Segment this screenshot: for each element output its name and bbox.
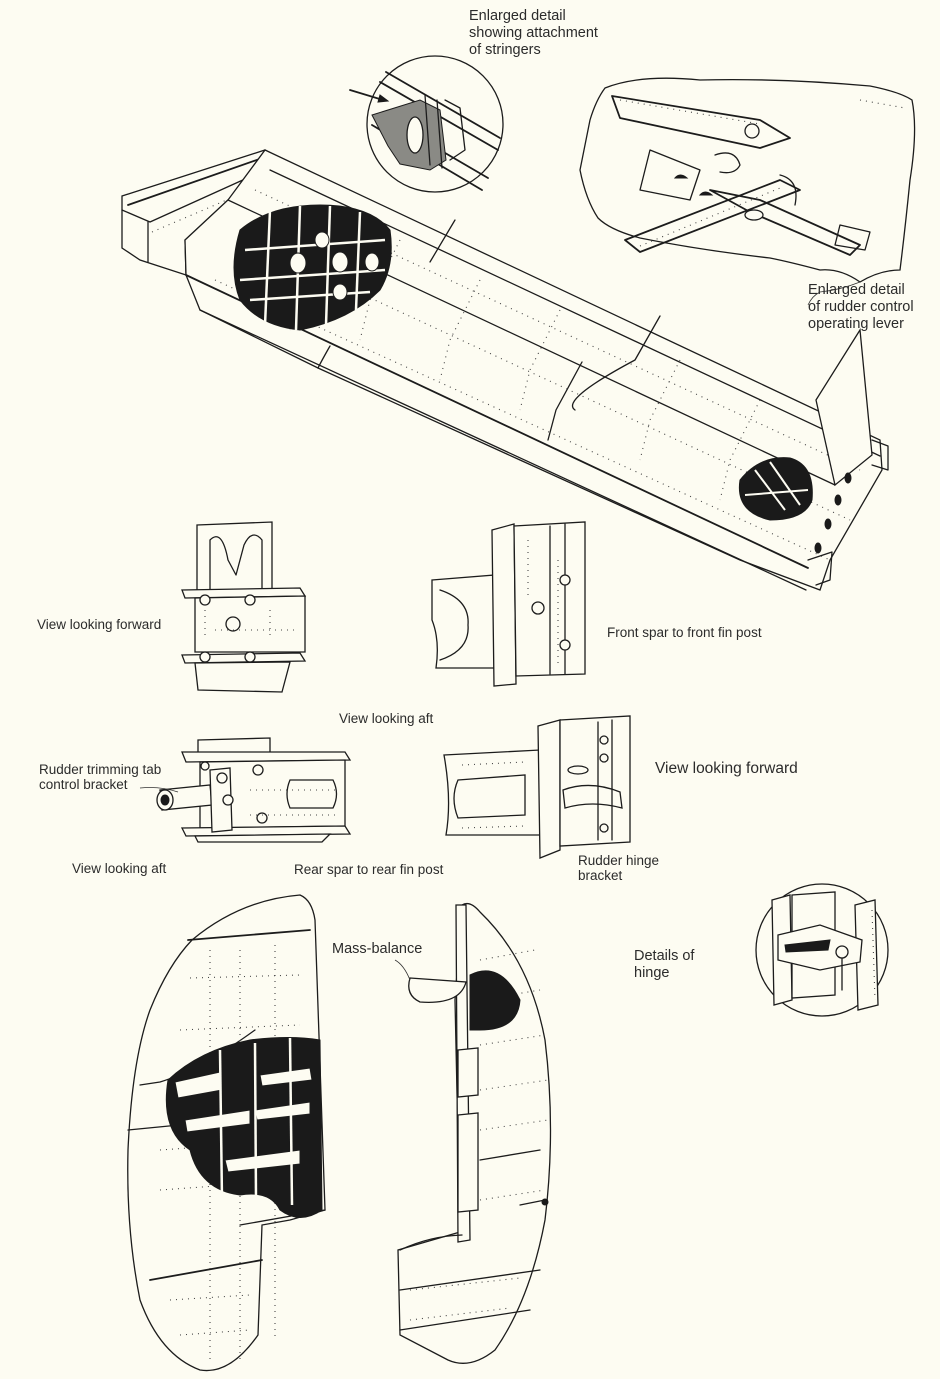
label-line: Enlarged detail bbox=[469, 8, 566, 24]
label-mass-balance: Mass-balance bbox=[332, 941, 423, 957]
label-line: of rudder control bbox=[808, 299, 914, 315]
label-stringer-attachment-detail: Enlarged detail showing attachment of st… bbox=[469, 8, 598, 59]
label-view-looking-aft-2: View looking aft bbox=[72, 861, 167, 876]
label-line: Details of bbox=[634, 948, 695, 964]
label-rudder-lever-detail: Enlarged detail of rudder control operat… bbox=[808, 282, 914, 333]
front-spar-joint-forward bbox=[181, 521, 307, 693]
tailplane-assembly bbox=[121, 149, 889, 591]
label-line: showing attachment bbox=[469, 25, 598, 41]
rear-spar-joint-aft bbox=[139, 737, 352, 843]
label-front-spar-to-front-fin-post: Front spar to front fin post bbox=[607, 625, 762, 640]
label-line: bracket bbox=[578, 868, 623, 883]
label-line: Enlarged detail bbox=[808, 282, 905, 298]
rudder-lever-detail bbox=[579, 77, 916, 306]
label-line: of stringers bbox=[469, 42, 541, 58]
label-rear-spar-to-rear-fin-post: Rear spar to rear fin post bbox=[294, 862, 444, 877]
label-line: Rudder hinge bbox=[578, 853, 660, 868]
fin-structure bbox=[127, 894, 326, 1372]
label-rudder-hinge-bracket: Rudder hinge bracket bbox=[578, 853, 659, 883]
label-line: control bracket bbox=[39, 777, 128, 792]
label-line: Rudder trimming tab bbox=[39, 762, 162, 777]
label-details-of-hinge: Details of hinge bbox=[634, 948, 694, 982]
label-view-looking-forward-2: View looking forward bbox=[655, 760, 798, 777]
label-view-looking-aft-1: View looking aft bbox=[339, 711, 434, 726]
stringer-attachment-detail bbox=[349, 55, 504, 193]
front-spar-joint-aft bbox=[431, 521, 586, 687]
hinge-detail bbox=[755, 883, 889, 1017]
label-view-looking-forward-1: View looking forward bbox=[37, 617, 162, 632]
label-rudder-trimming-tab-bracket: Rudder trimming tab control bracket bbox=[39, 762, 161, 792]
rudder-structure bbox=[394, 902, 552, 1364]
label-line: operating lever bbox=[808, 316, 904, 332]
label-line: hinge bbox=[634, 965, 670, 981]
rear-spar-joint-forward bbox=[443, 715, 631, 859]
